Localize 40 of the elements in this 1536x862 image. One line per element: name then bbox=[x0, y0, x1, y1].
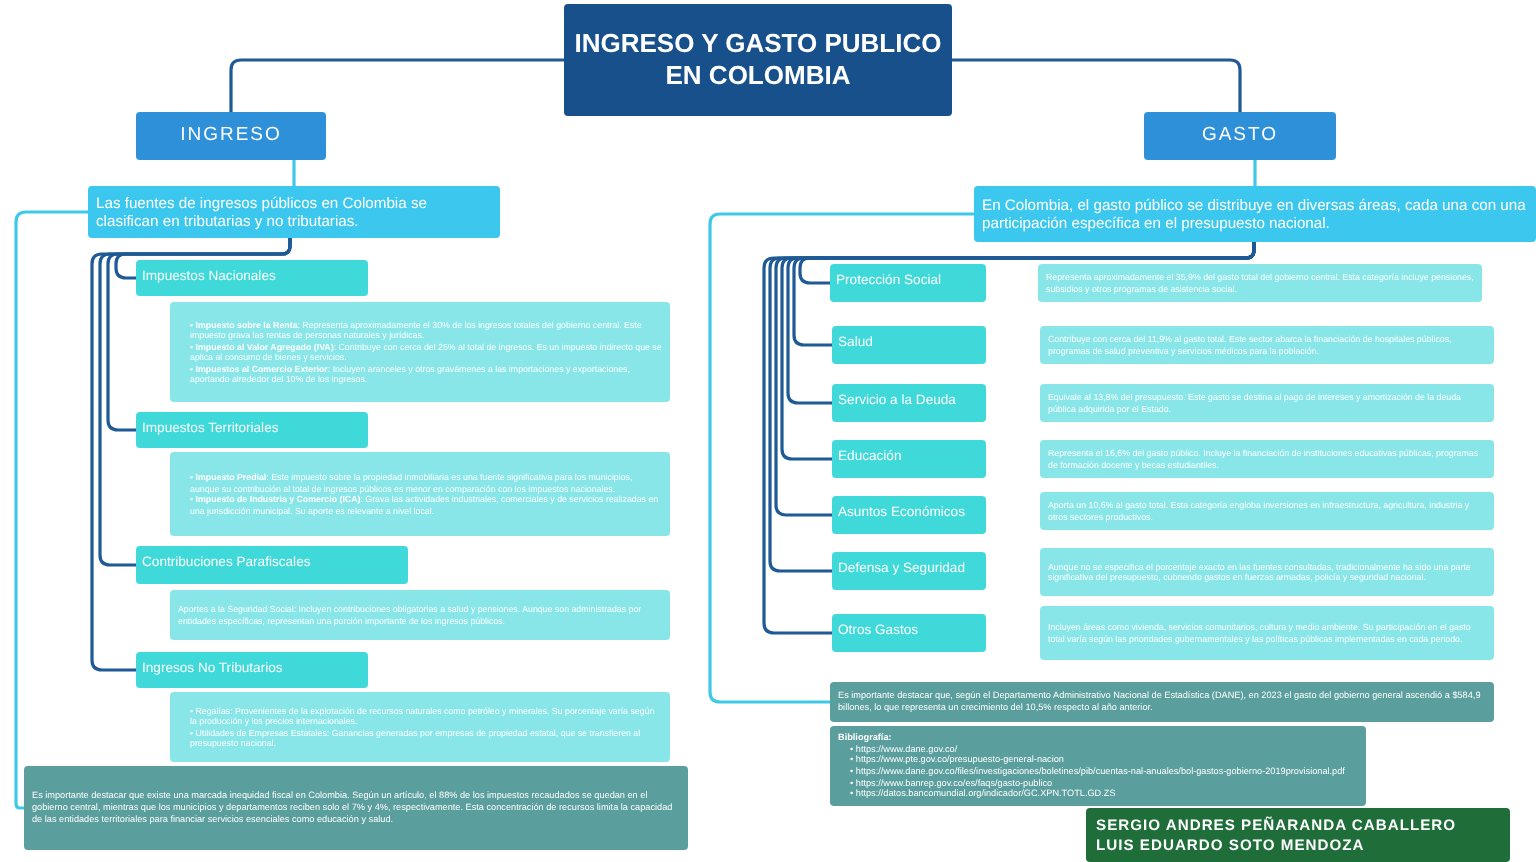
detail-box bbox=[1040, 492, 1494, 530]
detail-box bbox=[1040, 606, 1494, 660]
topic-box bbox=[830, 264, 986, 302]
branch-box bbox=[1144, 112, 1336, 160]
detail-box bbox=[170, 302, 670, 402]
node-text: INGRESO bbox=[178, 124, 284, 148]
detail-box bbox=[170, 692, 670, 762]
topic-box bbox=[136, 260, 368, 296]
detail-box bbox=[1038, 264, 1482, 302]
intro-box bbox=[88, 186, 500, 238]
intro-box bbox=[974, 186, 1536, 242]
topic-box bbox=[136, 412, 368, 448]
topic-box bbox=[832, 384, 986, 422]
note-box bbox=[24, 766, 688, 850]
detail-box bbox=[1040, 440, 1494, 478]
topic-box bbox=[832, 552, 986, 590]
topic-box bbox=[832, 326, 986, 364]
node-text: INGRESO Y GASTO PUBLICO EN COLOMBIA bbox=[572, 27, 944, 93]
connector-line bbox=[708, 212, 974, 704]
topic-box bbox=[136, 652, 368, 688]
title-box bbox=[564, 4, 952, 116]
connector-line bbox=[292, 160, 296, 186]
connector-line bbox=[229, 58, 564, 112]
topic-box bbox=[832, 614, 986, 652]
detail-box bbox=[1040, 548, 1494, 596]
topic-box bbox=[832, 440, 986, 478]
connector-line bbox=[1253, 160, 1257, 186]
authors-box bbox=[1086, 808, 1510, 862]
connector-line bbox=[952, 58, 1242, 112]
detail-box bbox=[170, 590, 670, 640]
node-text: GASTO bbox=[1199, 124, 1281, 148]
branch-box bbox=[136, 112, 326, 160]
connector-line bbox=[90, 238, 292, 672]
detail-box bbox=[170, 452, 670, 536]
topic-box bbox=[136, 546, 408, 584]
note-box bbox=[830, 726, 1366, 806]
topic-box bbox=[832, 496, 986, 534]
note-box bbox=[830, 682, 1494, 722]
detail-box bbox=[1040, 384, 1494, 422]
detail-box bbox=[1040, 326, 1494, 364]
